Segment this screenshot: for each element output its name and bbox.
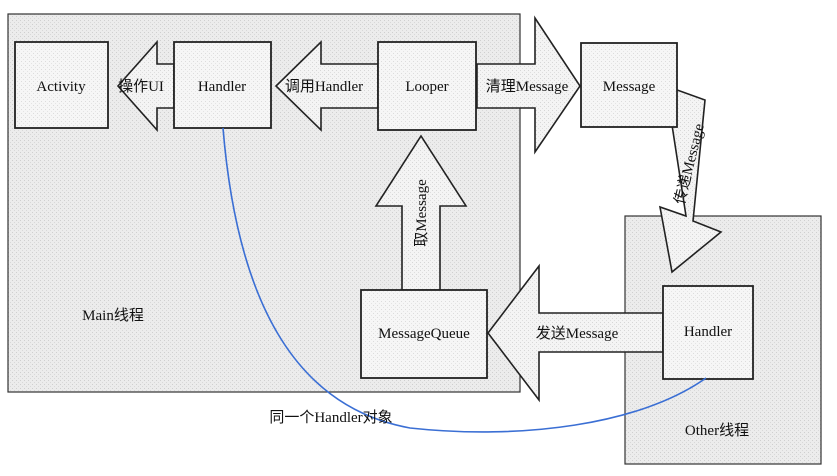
same-handler-curve: [222, 127, 707, 433]
same-handler-label: 同一个Handler对象: [269, 409, 392, 426]
take-message-label: 取Message: [413, 179, 430, 247]
message-box: [580, 42, 678, 128]
arrow-call-handler: [274, 40, 379, 132]
clean-message-label: 清理Message: [486, 78, 569, 95]
handler-main-box: [173, 41, 272, 129]
arrow-take-message: [374, 134, 468, 291]
message-queue-box: [360, 289, 488, 379]
handler-other-box: [662, 285, 754, 380]
arrow-clean-message: [476, 15, 581, 155]
arrow-operate-ui: [116, 39, 175, 133]
activity-box: [14, 41, 109, 129]
other-thread-label: Other线程: [685, 422, 749, 439]
message-label: Message: [603, 79, 656, 95]
send-message-label: 发送Message: [536, 325, 619, 342]
looper-box: [377, 41, 477, 131]
operate-ui-label: 操作UI: [118, 78, 164, 95]
handler-main-label: Handler: [198, 79, 246, 95]
call-handler-label: 调用Handler: [285, 78, 363, 95]
arrow-pass-message: [658, 84, 723, 274]
message-queue-label: MessageQueue: [378, 326, 470, 342]
handler-other-label: Handler: [684, 324, 732, 340]
activity-label: Activity: [36, 79, 86, 95]
main-thread-label: Main线程: [82, 307, 144, 324]
looper-label: Looper: [405, 79, 448, 95]
arrow-send-message: [486, 263, 664, 403]
